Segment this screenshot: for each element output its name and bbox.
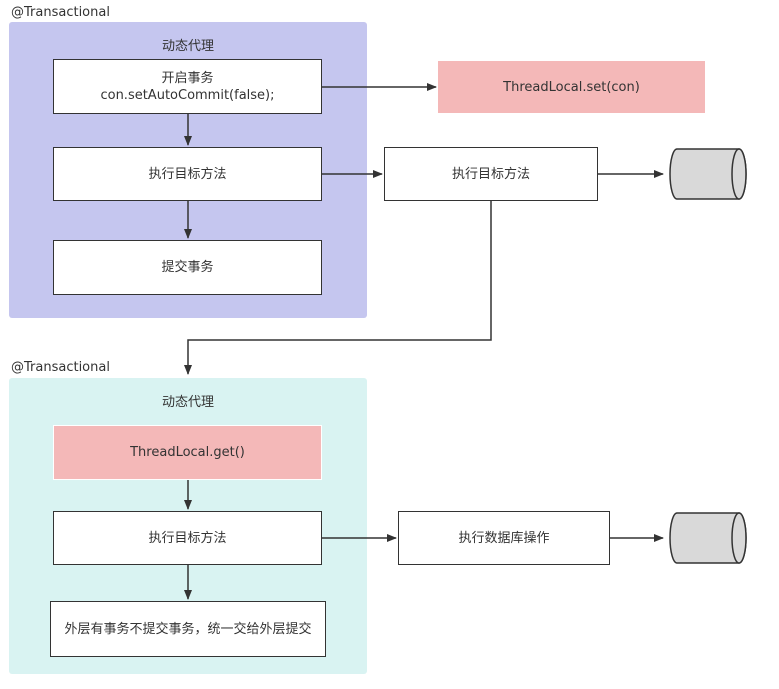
threadlocal-get-box: ThreadLocal.get()	[53, 425, 322, 480]
inner-annotation-label: @Transactional	[11, 360, 110, 375]
middle-exec-target-box: 执行目标方法	[384, 147, 598, 201]
inner-exec-target-label: 执行目标方法	[148, 530, 227, 546]
arrow-middle-to-inner	[184, 201, 492, 375]
outer-exec-target-label: 执行目标方法	[148, 166, 227, 182]
begin-transaction-label: 开启事务	[161, 70, 214, 86]
outer-group-title: 动态代理	[161, 39, 214, 54]
outer-commit-note-label: 外层有事务不提交事务，统一交给外层提交	[64, 621, 312, 637]
db-operation-box: 执行数据库操作	[398, 511, 610, 565]
database-icon	[669, 512, 747, 564]
threadlocal-set-box: ThreadLocal.set(con)	[438, 61, 705, 113]
database-icon	[669, 148, 747, 200]
threadlocal-get-label: ThreadLocal.get()	[130, 445, 245, 460]
begin-transaction-box: 开启事务 con.setAutoCommit(false);	[53, 59, 322, 114]
outer-commit-note-box: 外层有事务不提交事务，统一交给外层提交	[50, 601, 326, 657]
set-autocommit-label: con.setAutoCommit(false);	[100, 87, 275, 103]
outer-annotation-label: @Transactional	[11, 5, 110, 20]
inner-group-title: 动态代理	[161, 395, 214, 410]
outer-exec-target-box: 执行目标方法	[53, 147, 322, 201]
middle-exec-target-label: 执行目标方法	[451, 166, 530, 182]
commit-transaction-label: 提交事务	[161, 260, 214, 275]
db-operation-label: 执行数据库操作	[458, 530, 550, 546]
inner-exec-target-box: 执行目标方法	[53, 511, 322, 565]
threadlocal-set-label: ThreadLocal.set(con)	[503, 79, 640, 95]
commit-transaction-box: 提交事务	[53, 240, 322, 295]
